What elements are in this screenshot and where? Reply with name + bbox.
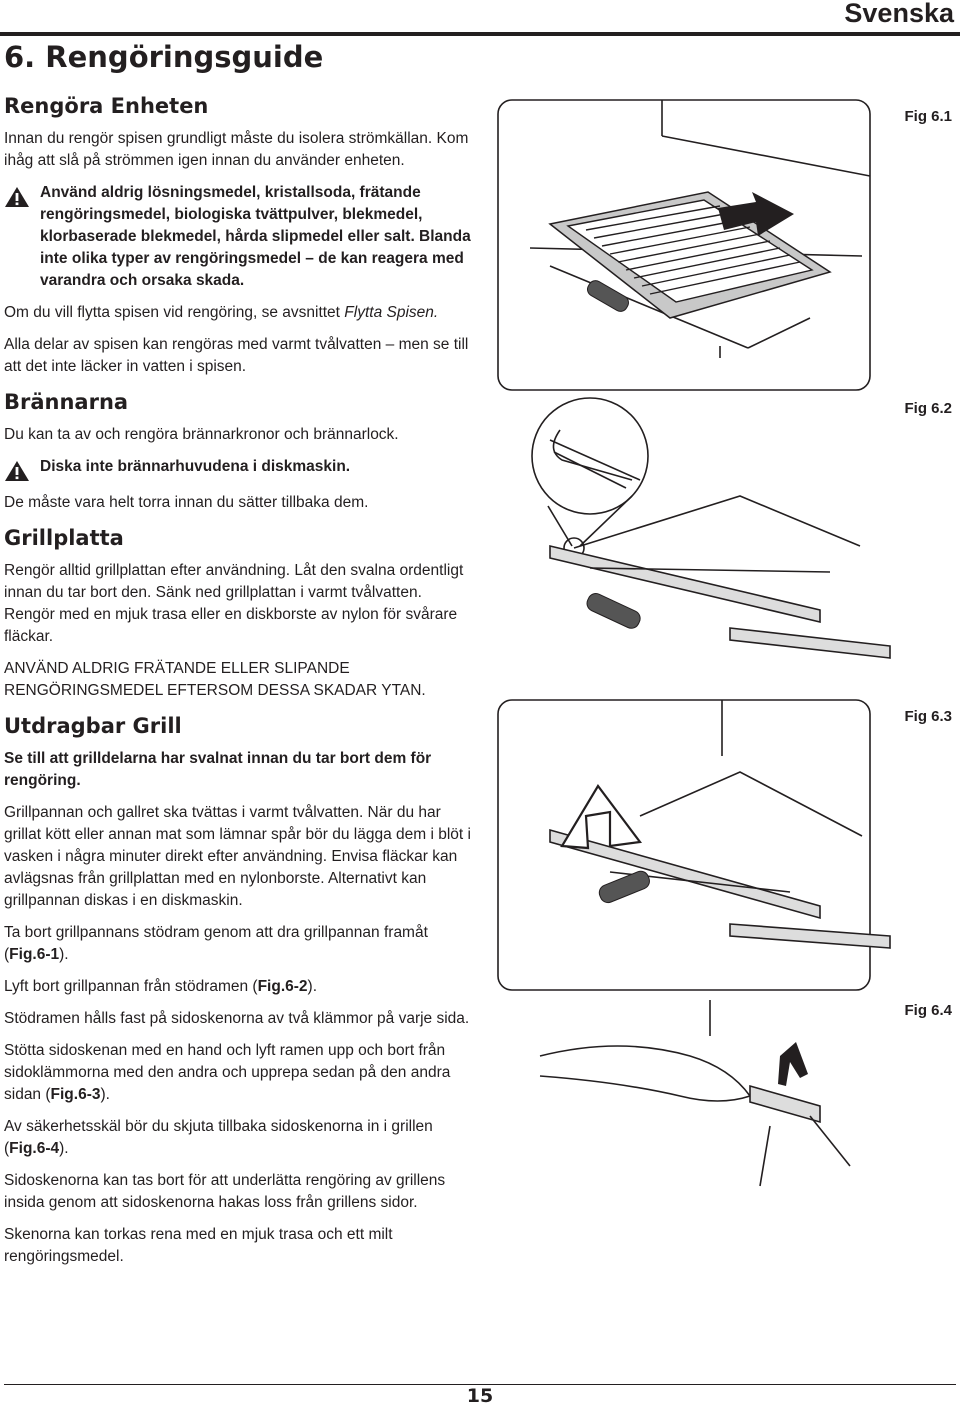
utdragbar-paragraph-9: Skenorna kan torkas rena med en mjuk tra… xyxy=(4,1226,393,1265)
figure-6-1: Fig 6.1 xyxy=(490,96,958,396)
p4-text: Lyft bort grillpannan från stödramen ( xyxy=(4,978,258,995)
warning-block-dishwasher: Diska inte brännarhuvudena i diskmaskin. xyxy=(4,456,476,482)
rengora-p2-text: Om du vill flytta spisen vid rengöring, … xyxy=(4,304,345,321)
figure-6-3: Fig 6.3 xyxy=(490,696,958,996)
grillplatta-paragraph-1: Rengör alltid grillplattan efter användn… xyxy=(4,562,464,645)
grillplatta-paragraph-2: ANVÄND ALDRIG FRÄTANDE ELLER SLIPANDE RE… xyxy=(4,660,426,699)
rengora-paragraph-1: Innan du rengör spisen grundligt måste d… xyxy=(4,130,469,169)
figure-label: Fig 6.4 xyxy=(904,1002,952,1019)
page-title: 6. Rengöringsguide xyxy=(4,40,324,74)
fig-ref-6-4: Fig.6-4 xyxy=(9,1140,60,1157)
warning-text-solvents: Använd aldrig lösningsmedel, kristallsod… xyxy=(40,184,471,289)
section-heading-rengora: Rengöra Enheten xyxy=(4,94,209,118)
p3-end: ). xyxy=(59,946,69,963)
warning-icon xyxy=(5,461,29,481)
p6-text: Stötta sidoskenan med en hand och lyft r… xyxy=(4,1042,451,1103)
p4-end: ). xyxy=(307,978,318,995)
utdragbar-paragraph-4: Lyft bort grillpannan från stödramen (Fi… xyxy=(4,976,476,998)
support-frame-clip-illustration xyxy=(531,397,891,659)
utdragbar-paragraph-6: Stötta sidoskenan med en hand och lyft r… xyxy=(4,1040,476,1106)
fig-ref-6-1: Fig.6-1 xyxy=(9,946,60,963)
utdragbar-paragraph-8: Sidoskenorna kan tas bort för att underl… xyxy=(4,1172,446,1211)
lift-frame-arrow-illustration xyxy=(497,699,891,991)
fig-ref-6-2: Fig.6-2 xyxy=(257,978,308,995)
brannarna-paragraph-1: Du kan ta av och rengöra brännarkronor o… xyxy=(4,426,399,443)
p6-end: ). xyxy=(100,1086,110,1103)
utdragbar-paragraph-5: Stödramen hålls fast på sidoskenorna av … xyxy=(4,1010,470,1027)
section-heading-grillplatta: Grillplatta xyxy=(4,526,124,550)
grill-pan-slide-out-illustration xyxy=(497,99,871,391)
utdragbar-paragraph-1: Se till att grilldelarna har svalnat inn… xyxy=(4,750,432,789)
warning-icon xyxy=(5,187,29,207)
figure-label: Fig 6.2 xyxy=(904,400,952,417)
figure-label: Fig 6.3 xyxy=(904,708,952,725)
p7-text: Av säkerhetsskäl bör du skjuta tillbaka … xyxy=(4,1118,433,1157)
warning-text-dishwasher: Diska inte brännarhuvudena i diskmaskin. xyxy=(40,458,351,475)
header-rule xyxy=(0,32,960,36)
flytta-spisen-reference: Flytta Spisen xyxy=(344,304,434,321)
p3-text: Ta bort grillpannans stödram genom att d… xyxy=(4,924,428,963)
language-label: Svenska xyxy=(844,0,954,28)
utdragbar-paragraph-3: Ta bort grillpannans stödram genom att d… xyxy=(4,922,476,966)
section-heading-brannarna: Brännarna xyxy=(4,390,129,414)
fig-ref-6-3: Fig.6-3 xyxy=(50,1086,101,1103)
rengora-p2-end: . xyxy=(433,304,439,321)
rengora-paragraph-2: Om du vill flytta spisen vid rengöring, … xyxy=(4,302,476,324)
figure-6-4: Fig 6.4 xyxy=(490,996,958,1296)
brannarna-paragraph-2: De måste vara helt torra innan du sätter… xyxy=(4,494,369,511)
rengora-paragraph-3: Alla delar av spisen kan rengöras med va… xyxy=(4,336,469,375)
utdragbar-paragraph-7: Av säkerhetsskäl bör du skjuta tillbaka … xyxy=(4,1116,476,1160)
page-number: 15 xyxy=(466,1385,494,1407)
utdragbar-paragraph-2: Grillpannan och gallret ska tvättas i va… xyxy=(4,804,471,909)
figures-column: Fig 6.1 xyxy=(490,96,958,1296)
figure-6-2: Fig 6.2 xyxy=(490,396,958,696)
hand-push-rail-illustration xyxy=(539,1000,851,1187)
footer-rule xyxy=(4,1384,956,1385)
p7-end: ). xyxy=(59,1140,69,1157)
figure-label: Fig 6.1 xyxy=(904,108,952,125)
section-heading-utdragbar: Utdragbar Grill xyxy=(4,714,182,738)
text-column: Rengöra Enheten Innan du rengör spisen g… xyxy=(4,92,476,1278)
warning-block-solvents: Använd aldrig lösningsmedel, kristallsod… xyxy=(4,182,476,292)
